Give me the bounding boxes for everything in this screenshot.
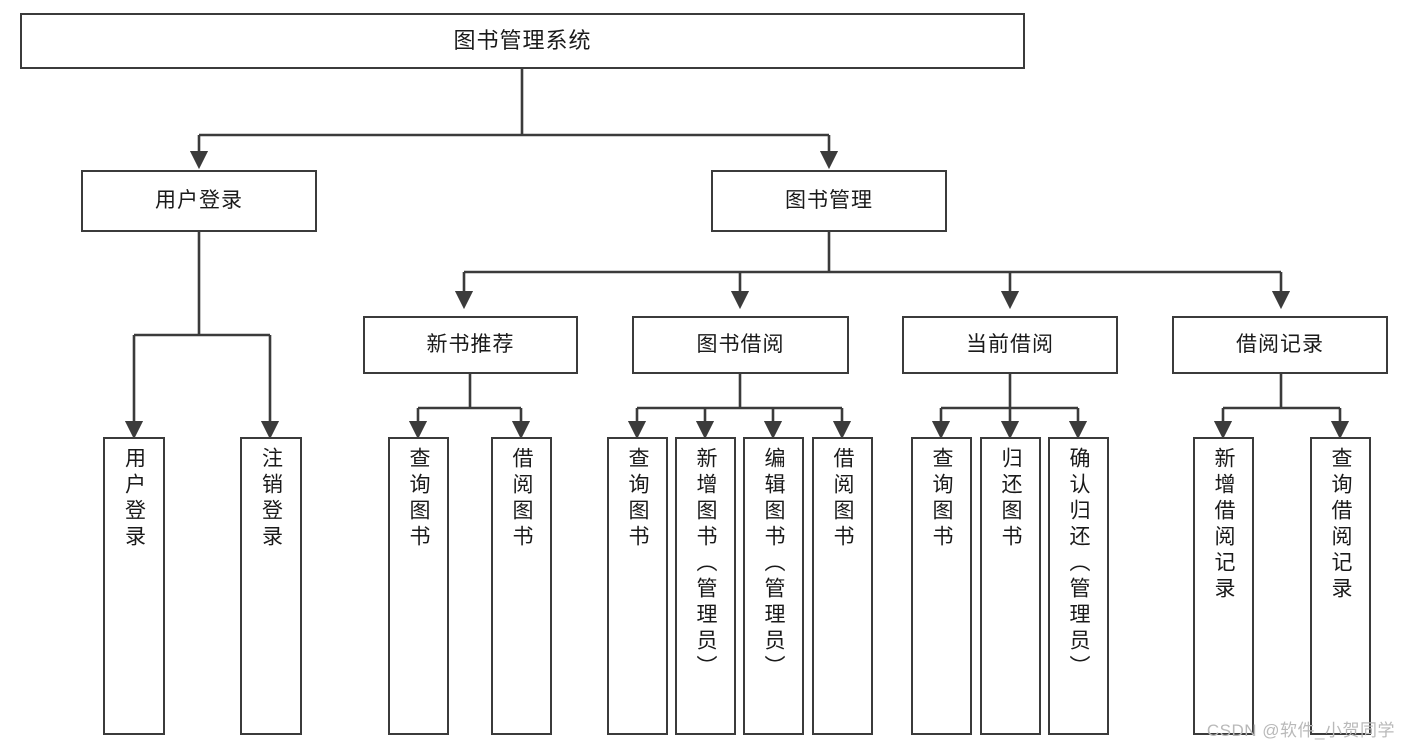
node-new-book-recommend[interactable]: 新书推荐	[363, 316, 578, 374]
node-label: 查询图书	[930, 447, 953, 551]
node-label: 图书借阅	[696, 333, 785, 357]
leaf-borrow-record-query-record[interactable]: 查询借阅记录	[1310, 437, 1371, 735]
leaf-new-book-query-book[interactable]: 查询图书	[388, 437, 449, 735]
leaf-user-login-logout[interactable]: 注销登录	[240, 437, 302, 735]
node-root-book-management-system[interactable]: 图书管理系统	[20, 13, 1025, 69]
leaf-borrow-record-add-record[interactable]: 新增借阅记录	[1193, 437, 1254, 735]
node-label: 借阅图书	[510, 447, 533, 551]
csdn-watermark: CSDN @软件_小贺同学	[1206, 721, 1395, 740]
node-borrow-record[interactable]: 借阅记录	[1172, 316, 1388, 374]
node-current-borrow[interactable]: 当前借阅	[902, 316, 1118, 374]
node-label: 借阅图书	[831, 447, 854, 551]
node-book-management[interactable]: 图书管理	[711, 170, 947, 232]
leaf-current-borrow-return-book[interactable]: 归还图书	[980, 437, 1041, 735]
node-label: 新增图书（管理员）	[694, 447, 717, 681]
node-label: 编辑图书（管理员）	[762, 447, 785, 681]
leaf-new-book-borrow-book[interactable]: 借阅图书	[491, 437, 552, 735]
leaf-user-login-login[interactable]: 用户登录	[103, 437, 165, 735]
leaf-book-borrow-edit-book-admin[interactable]: 编辑图书（管理员）	[743, 437, 804, 735]
node-label: 当前借阅	[966, 333, 1054, 357]
leaf-current-borrow-confirm-return-admin[interactable]: 确认归还（管理员）	[1048, 437, 1109, 735]
node-label: 图书管理系统	[453, 27, 592, 53]
node-user-login[interactable]: 用户登录	[81, 170, 317, 232]
node-label: 查询图书	[626, 447, 649, 551]
node-label: 注销登录	[259, 447, 283, 551]
leaf-book-borrow-borrow-book[interactable]: 借阅图书	[812, 437, 873, 735]
leaf-book-borrow-query-book[interactable]: 查询图书	[607, 437, 668, 735]
node-label: 归还图书	[999, 447, 1022, 551]
node-label: 查询图书	[407, 447, 430, 551]
node-book-borrow[interactable]: 图书借阅	[632, 316, 849, 374]
leaf-current-borrow-query-book[interactable]: 查询图书	[911, 437, 972, 735]
node-label: 确认归还（管理员）	[1067, 447, 1090, 681]
node-label: 用户登录	[155, 189, 243, 213]
node-label: 新书推荐	[426, 333, 515, 357]
node-label: 查询借阅记录	[1329, 447, 1352, 603]
node-label: 用户登录	[122, 447, 146, 551]
node-label: 新增借阅记录	[1212, 447, 1235, 603]
leaf-book-borrow-add-book-admin[interactable]: 新增图书（管理员）	[675, 437, 736, 735]
node-label: 借阅记录	[1236, 333, 1324, 357]
node-label: 图书管理	[785, 189, 873, 213]
